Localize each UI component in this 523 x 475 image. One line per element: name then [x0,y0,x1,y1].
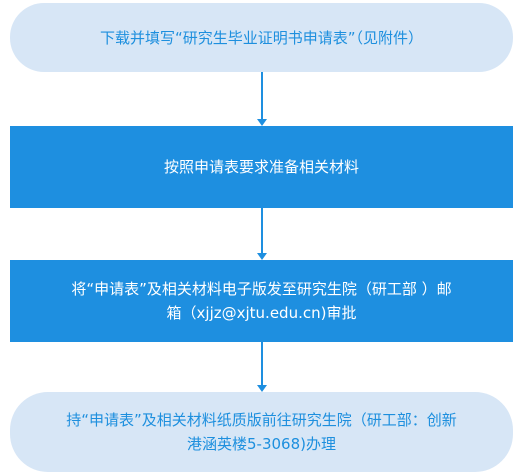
step-2-prepare-materials: 按照申请表要求准备相关材料 [10,126,513,208]
step-1-text: 下载并填写“研究生毕业证明书申请表”（见附件） [99,28,424,47]
step-3-text: 将“申请表”及相关材料电子版发至研究生院（研工部 ）邮 箱（xjjz@xjtu.… [71,280,452,322]
arrow-down-icon [257,342,267,392]
step-2-text: 按照申请表要求准备相关材料 [163,158,359,176]
step-1-download-form: 下载并填写“研究生毕业证明书申请表”（见附件） [10,3,513,72]
step-3-email-submission: 将“申请表”及相关材料电子版发至研究生院（研工部 ）邮 箱（xjjz@xjtu.… [10,260,513,342]
step-4-submit-paper: 持“申请表”及相关材料纸质版前往研究生院（研工部：创新 港涵英楼5-3068)办… [10,392,513,472]
arrow-down-icon [257,72,267,126]
step-4-text: 持“申请表”及相关材料纸质版前往研究生院（研工部：创新 港涵英楼5-3068)办… [66,411,457,453]
arrow-down-icon [257,208,267,260]
